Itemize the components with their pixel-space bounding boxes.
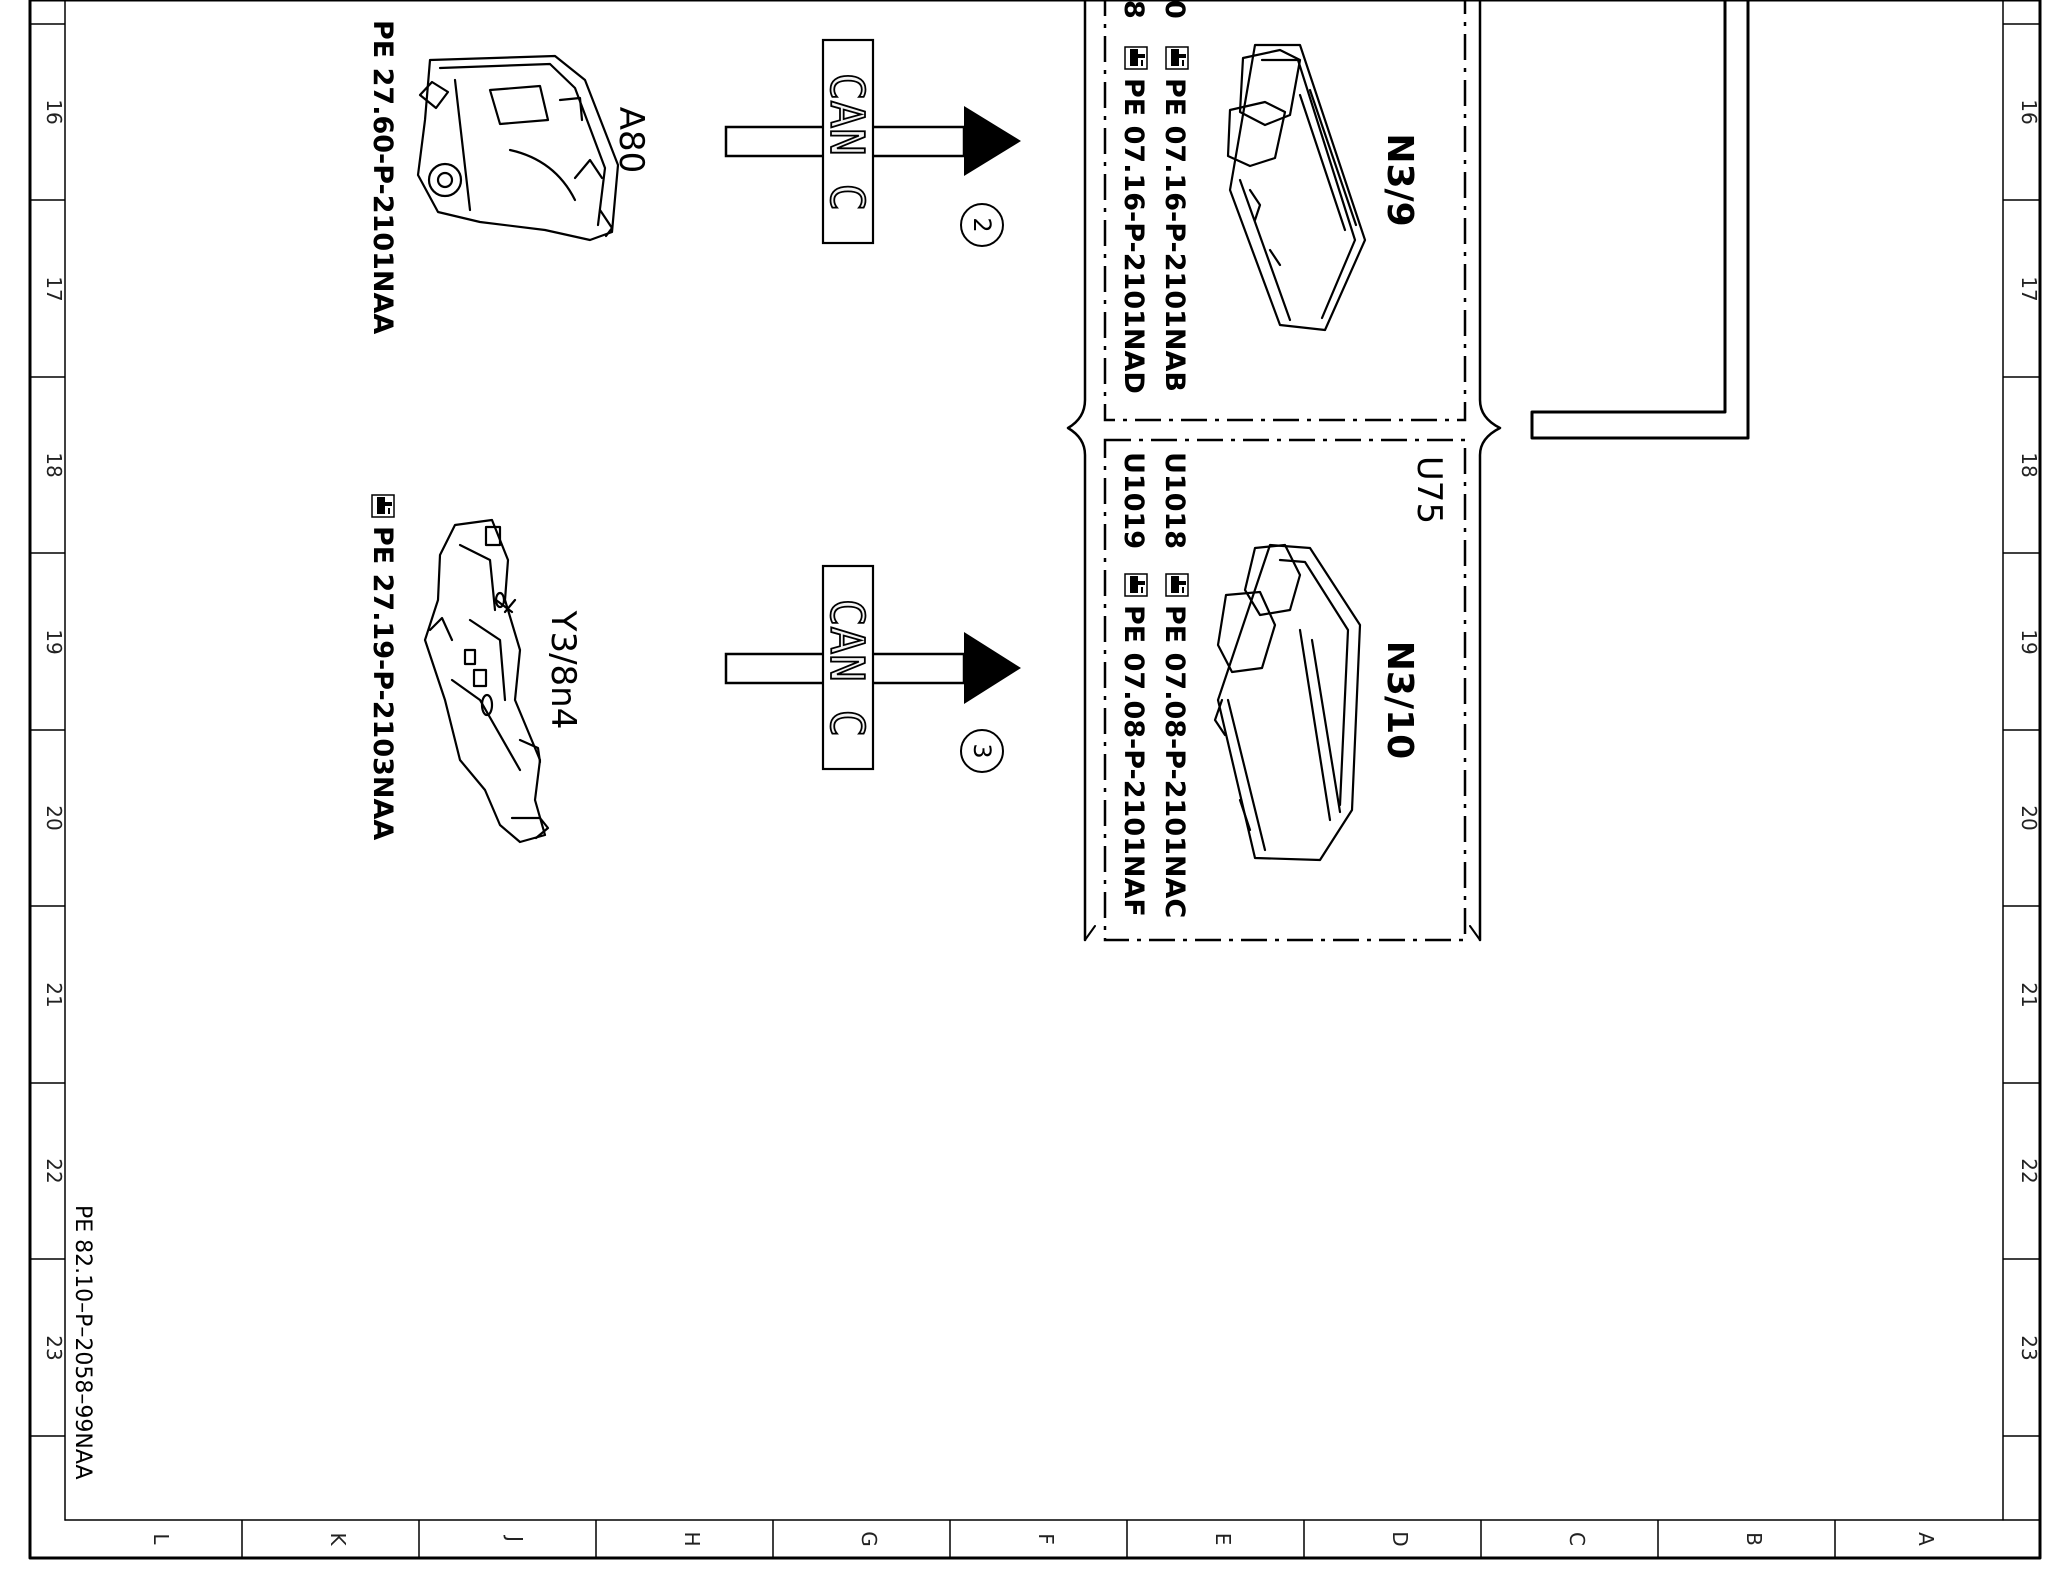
a80-illustration — [416, 54, 620, 242]
reference-hand-icon — [1165, 46, 1189, 70]
n3-9-illustration — [1226, 43, 1367, 332]
u75-group[interactable]: U75 N3/9 0 8 PE 07.16-P-2101NAB PE 07.16… — [1066, 0, 1502, 942]
row-label: 23 — [2017, 1335, 2041, 1360]
a80-component[interactable]: A80 PE 27.60-P-2101NAA — [367, 20, 651, 334]
n3-10-label: N3/10 — [1379, 641, 1420, 759]
reference-hand-icon — [1124, 573, 1148, 597]
row-label: 21 — [42, 982, 66, 1007]
column-label: K — [326, 1532, 350, 1546]
n3-10-illustration — [1213, 543, 1362, 862]
sheet-frame — [28, 0, 2042, 1560]
row-label: 18 — [2017, 452, 2041, 477]
n3-10-reference-1: PE 07.08-P-2101NAC — [1159, 605, 1190, 918]
group-brace — [1066, 0, 1502, 942]
u75-label: U75 — [1409, 456, 1449, 524]
n3-10-component[interactable]: N3/10 U1018 U1019 PE 07.08-P-2101NAC PE … — [1118, 452, 1420, 918]
row-label: 20 — [42, 805, 66, 830]
column-label: A — [1914, 1532, 1938, 1546]
y3-8n4-reference: PE 27.19-P-2103NAA — [367, 526, 398, 840]
row-label: 19 — [2017, 629, 2041, 654]
y3-8n4-component[interactable]: Y3/8n4 PE 27.19-P-2103NAA — [367, 494, 583, 844]
drawing-number: PE 82.10–P–2058–99NAA — [70, 1205, 95, 1480]
connection-number: 2 — [968, 217, 996, 232]
row-label: 23 — [42, 1335, 66, 1360]
n3-9-code-1: 0 — [1159, 0, 1190, 19]
can-c-connection-3[interactable]: CAN C 3 — [724, 564, 1021, 773]
row-label: 16 — [2017, 99, 2041, 124]
can-label: CAN C — [820, 73, 874, 211]
column-ticks — [241, 1520, 1836, 1558]
reference-hand-icon — [1165, 573, 1189, 597]
column-label: J — [503, 1534, 527, 1542]
row-label: 19 — [42, 629, 66, 654]
column-labels: L K J H G F E D C B A — [149, 1531, 1938, 1547]
row-label: 17 — [42, 276, 66, 301]
column-label: E — [1211, 1533, 1235, 1546]
row-label: 18 — [42, 452, 66, 477]
can-label-box — [821, 38, 875, 245]
row-label: 22 — [42, 1158, 66, 1183]
column-label: L — [149, 1533, 173, 1545]
arrow-head-icon — [964, 106, 1021, 176]
a80-label: A80 — [611, 107, 651, 174]
n3-9-component[interactable]: N3/9 0 8 PE 07.16-P-2101NAB PE 07.16-P-2… — [1118, 0, 1420, 394]
row-label: 16 — [42, 99, 66, 124]
n3-10-reference-2: PE 07.08-P-2101NAF — [1118, 605, 1149, 917]
n3-10-code-1: U1018 — [1159, 452, 1190, 549]
reference-hand-icon — [371, 494, 395, 518]
row-label: 22 — [2017, 1158, 2041, 1183]
column-label: F — [1034, 1533, 1058, 1545]
n3-10-box — [1103, 438, 1467, 942]
reference-hand-icon — [1124, 46, 1148, 70]
n3-9-label: N3/9 — [1379, 133, 1420, 226]
n3-9-code-2: 8 — [1118, 0, 1149, 19]
row-label: 21 — [2017, 982, 2041, 1007]
n3-9-reference-1: PE 07.16-P-2101NAB — [1159, 78, 1190, 392]
can-c-connection-2[interactable]: CAN C 2 — [724, 38, 1021, 247]
connection-number-badge — [960, 203, 1004, 247]
n3-9-box — [1103, 0, 1467, 422]
connection-number: 3 — [968, 743, 996, 758]
column-label: G — [857, 1531, 881, 1547]
connection-number-badge — [960, 729, 1004, 773]
y3-8n4-label: Y3/8n4 — [543, 610, 583, 730]
n3-10-code-2: U1019 — [1118, 452, 1149, 549]
y3-8n4-illustration — [423, 518, 550, 844]
column-label: C — [1565, 1532, 1589, 1546]
n3-9-reference-2: PE 07.16-P-2101NAD — [1118, 78, 1149, 394]
column-label: B — [1742, 1532, 1766, 1546]
column-label: H — [680, 1531, 704, 1546]
row-ticks — [30, 23, 2040, 1437]
connection-wire — [1530, 0, 1750, 440]
row-labels-right: 16 17 18 19 20 21 22 23 — [2017, 99, 2041, 1360]
can-label: CAN C — [820, 599, 874, 737]
row-label: 20 — [2017, 805, 2041, 830]
can-label-box — [821, 564, 875, 771]
a80-reference: PE 27.60-P-2101NAA — [367, 20, 398, 334]
row-labels-left: 16 17 18 19 20 21 22 23 — [42, 99, 66, 1360]
arrow-head-icon — [964, 632, 1021, 704]
row-label: 17 — [2017, 276, 2041, 301]
column-label: D — [1388, 1531, 1412, 1546]
